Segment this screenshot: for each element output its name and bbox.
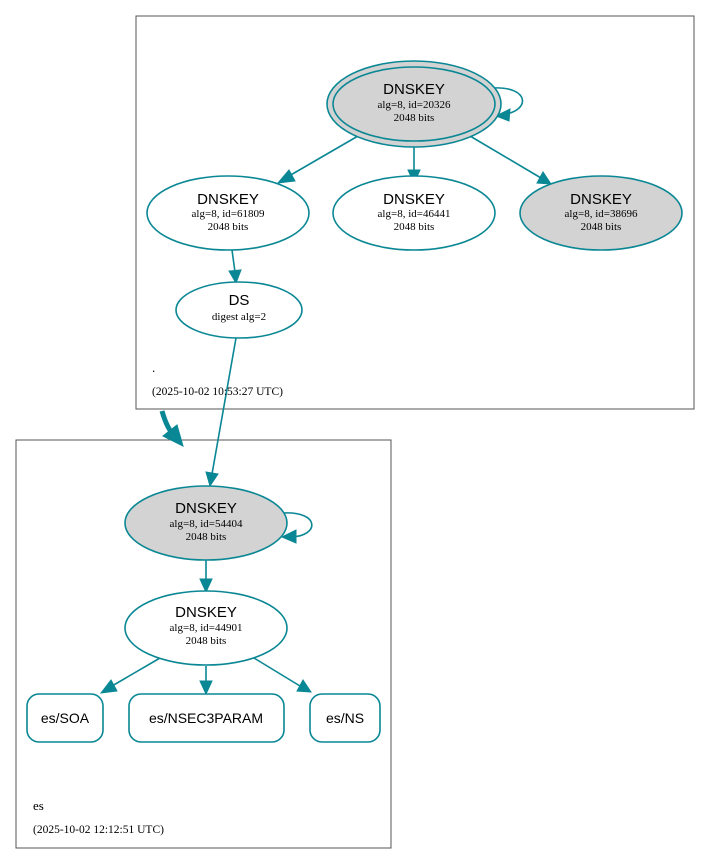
root-zsk-38696-node[interactable]: DNSKEY alg=8, id=38696 2048 bits	[519, 175, 683, 251]
root-zsk2-alg: alg=8, id=46441	[378, 208, 451, 220]
es-soa-label: es/SOA	[41, 710, 90, 726]
edge-es-ksk-self	[282, 512, 313, 538]
root-zone-name: .	[152, 360, 155, 375]
es-zsk-node[interactable]: DNSKEY alg=8, id=44901 2048 bits	[124, 590, 288, 666]
root-zsk1-bits: 2048 bits	[208, 221, 249, 233]
arrow-es-ksk-zsk	[199, 578, 213, 594]
root-zsk3-bits: 2048 bits	[581, 221, 622, 233]
root-ksk-bits: 2048 bits	[394, 112, 435, 124]
arrow-zsk-nsec3param	[199, 680, 213, 696]
arrow-ds-es-ksk	[205, 471, 219, 488]
root-zsk3-title: DNSKEY	[570, 191, 632, 208]
root-zsk-61809-node[interactable]: DNSKEY alg=8, id=61809 2048 bits	[146, 175, 310, 251]
arrow-es-ksk-self	[280, 529, 297, 544]
edge-ksk-zsk3	[469, 135, 542, 179]
root-ds-title: DS	[229, 292, 250, 309]
root-ksk-title: DNSKEY	[383, 81, 445, 98]
es-ksk-bits: 2048 bits	[186, 531, 227, 543]
arrow-zsk1-ds	[228, 269, 242, 285]
arrow-ksk-zsk3	[536, 171, 552, 185]
es-zone-timestamp: (2025-10-02 12:12:51 UTC)	[33, 824, 164, 836]
arrow-ksk-zsk1	[276, 169, 296, 184]
root-ksk-alg: alg=8, id=20326	[378, 99, 451, 111]
edge-zsk-ns	[253, 657, 301, 687]
arrow-zsk-soa	[99, 679, 118, 694]
es-ns-node[interactable]: es/NS	[309, 693, 381, 743]
root-zsk1-alg: alg=8, id=61809	[192, 208, 265, 220]
es-soa-node[interactable]: es/SOA	[26, 693, 104, 743]
es-ns-label: es/NS	[326, 710, 364, 726]
root-zsk3-alg: alg=8, id=38696	[565, 208, 638, 220]
es-ksk-title: DNSKEY	[175, 500, 237, 517]
es-nsec3param-label: es/NSEC3PARAM	[149, 710, 263, 726]
edge-ksk-zsk1	[288, 135, 359, 177]
es-ksk-alg: alg=8, id=54404	[170, 518, 243, 530]
es-zsk-title: DNSKEY	[175, 604, 237, 621]
arrow-root-ksk-self	[494, 108, 511, 122]
es-zsk-alg: alg=8, id=44901	[170, 622, 243, 634]
edges	[99, 87, 552, 696]
es-zsk-bits: 2048 bits	[186, 635, 227, 647]
es-zone-name: es	[33, 798, 44, 813]
root-zsk2-bits: 2048 bits	[394, 221, 435, 233]
edge-ds-es-ksk	[211, 337, 237, 475]
root-ds-node[interactable]: DS digest alg=2	[175, 281, 303, 339]
es-nsec3param-node[interactable]: es/NSEC3PARAM	[128, 693, 285, 743]
root-zsk-46441-node[interactable]: DNSKEY alg=8, id=46441 2048 bits	[332, 175, 496, 251]
root-ksk-node[interactable]: DNSKEY alg=8, id=20326 2048 bits	[326, 60, 502, 148]
root-zsk1-title: DNSKEY	[197, 191, 259, 208]
root-ds-digest: digest alg=2	[212, 311, 266, 323]
root-zone-timestamp: (2025-10-02 10:53:27 UTC)	[152, 386, 283, 398]
arrow-zsk-ns	[296, 679, 312, 693]
edge-zsk1-ds	[231, 249, 236, 273]
root-zsk2-title: DNSKEY	[383, 191, 445, 208]
edge-zsk-soa	[111, 657, 161, 687]
arrow-delegation	[162, 424, 184, 447]
es-ksk-node[interactable]: DNSKEY alg=8, id=54404 2048 bits	[124, 485, 288, 561]
